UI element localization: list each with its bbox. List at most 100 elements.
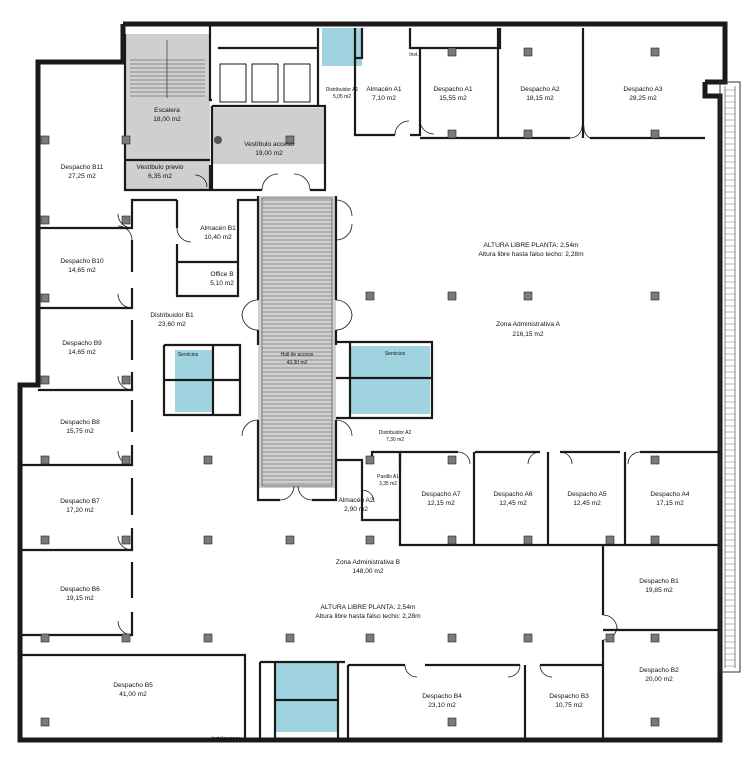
room-despacho-a6-area: 12,45 m2: [499, 500, 527, 507]
column-marker: [203, 535, 213, 545]
room-despacho-a5-area: 12,45 m2: [573, 500, 601, 507]
room-despacho-b1-name: Despacho B1: [639, 578, 679, 585]
room-distribuidor-a2-name: Distribuidor A2: [379, 430, 412, 436]
room-despacho-b8-area: 15,75 m2: [66, 428, 94, 435]
room-despacho-a3-area: 28,25 m2: [629, 95, 657, 102]
column-marker: [523, 129, 533, 139]
room-despacho-b2-name: Despacho B2: [639, 667, 679, 674]
room-zona-adm-a-name: Zona Administrativa A: [496, 321, 560, 328]
room-distribuidor-a2-area: 7,30 m2: [386, 437, 404, 443]
room-despacho-b4-area: 23,10 m2: [428, 702, 456, 709]
room-vestibulo-previo-name: Vestíbulo previo: [137, 164, 184, 171]
room-almacen-b1-area: 10,40 m2: [204, 234, 232, 241]
room-zona-adm-b-name: Zona Administrativa B: [336, 559, 401, 566]
column-marker: [121, 375, 131, 385]
room-despacho-b6-area: 19,15 m2: [66, 595, 94, 602]
room-almacen-a1-name: Almacén A1: [366, 86, 402, 93]
hall-fill: [258, 196, 336, 488]
room-despacho-a2-area: 18,15 m2: [526, 95, 554, 102]
room-office-b-area: 5,10 m2: [210, 280, 234, 287]
column-marker: [650, 455, 660, 465]
escalera-treads: [130, 40, 205, 98]
room-despacho-a7-name: Despacho A7: [421, 491, 461, 498]
room-almacen-a1-area: 7,10 m2: [372, 95, 396, 102]
note-altura-b-2: Altura libre hasta falso techo: 2,28m: [315, 613, 421, 620]
column-marker: [447, 535, 457, 545]
room-despacho-b9-area: 14,65 m2: [68, 349, 96, 356]
room-distribuidor-a1-name: Distribuidor A1: [326, 87, 359, 93]
column-marker: [650, 717, 660, 727]
column-marker: [40, 215, 50, 225]
room-despacho-b2-area: 20,00 m2: [645, 676, 673, 683]
room-despacho-a1-name: Despacho A1: [433, 86, 473, 93]
room-office-b-name: Office B: [210, 271, 234, 278]
room-despacho-b6-name: Despacho B6: [60, 586, 100, 593]
room-distribuidor-a1-area: 5,05 m2: [333, 94, 351, 100]
room-zona-adm-a-area: 216,15 m2: [512, 331, 543, 338]
column-marker: [40, 375, 50, 385]
room-zona-adm-b-area: 148,00 m2: [352, 568, 383, 575]
main-stairs: [261, 197, 333, 487]
column-marker: [121, 633, 131, 643]
room-despacho-a6-name: Despacho A6: [493, 491, 533, 498]
room-hall-acceso-name: Hall de acceso: [281, 352, 314, 358]
room-despacho-a4-name: Despacho A4: [650, 491, 690, 498]
room-despacho-b7-area: 17,20 m2: [66, 507, 94, 514]
core-vestibulo-fill: [212, 108, 324, 164]
column-marker: [365, 455, 375, 465]
column-marker: [203, 455, 213, 465]
room-despacho-b10-name: Despacho B10: [60, 258, 104, 265]
note-altura-a-2: Altura libre hasta falso techo: 2,28m: [478, 251, 584, 258]
room-despacho-a3-name: Despacho A3: [623, 86, 663, 93]
room-distribuidor-b1-name: Distribuidor B1: [150, 312, 194, 319]
column-marker: [447, 47, 457, 57]
room-despacho-b11-name: Despacho B11: [61, 164, 104, 171]
room-despacho-b9-name: Despacho B9: [62, 340, 102, 347]
room-despacho-a1-area: 15,55 m2: [439, 95, 467, 102]
column-marker: [650, 535, 660, 545]
column-marker: [523, 291, 533, 301]
column-marker: [365, 535, 375, 545]
column-marker: [285, 535, 295, 545]
column-marker: [523, 633, 533, 643]
column-marker: [121, 215, 131, 225]
column-marker: [121, 535, 131, 545]
column-marker: [121, 455, 131, 465]
column-marker: [447, 633, 457, 643]
room-vestibulo-previo-area: 6,35 m2: [148, 173, 172, 180]
interior-walls: [20, 24, 720, 740]
servicios-label-left: Servicios: [178, 352, 199, 358]
column-marker: [523, 47, 533, 57]
column-marker: [650, 129, 660, 139]
room-labels: Escalera 18,00 m2 Vestíbulo previo 6,35 …: [60, 52, 690, 742]
column-marker: [40, 293, 50, 303]
column-marker: [650, 633, 660, 643]
column-marker: [121, 135, 131, 145]
column-marker: [40, 633, 50, 643]
note-altura-a-1: ALTURA LIBRE PLANTA: 2,54m: [483, 242, 579, 249]
column-marker: [447, 129, 457, 139]
room-escalera-name: Escalera: [154, 107, 180, 114]
room-despacho-a4-area: 17,15 m2: [656, 500, 684, 507]
instalaciones-label-bottom: Instalaciones: [211, 736, 241, 742]
room-despacho-b11-area: 27,25 m2: [68, 173, 96, 180]
column-marker: [365, 291, 375, 301]
room-despacho-b10-area: 14,65 m2: [68, 267, 96, 274]
column-marker: [40, 135, 50, 145]
column-marker: [203, 633, 213, 643]
inst-label: Inst.: [409, 52, 418, 58]
room-despacho-a2-name: Despacho A2: [520, 86, 560, 93]
room-escalera-area: 18,00 m2: [153, 116, 181, 123]
room-pasillo-a1-name: Pasillo A1: [377, 474, 399, 480]
column-marker: [447, 455, 457, 465]
railing-ticks: [725, 89, 735, 667]
room-despacho-b1-area: 19,85 m2: [645, 587, 673, 594]
room-pasillo-a1-area: 3,35 m2: [379, 481, 397, 487]
column-marker: [447, 291, 457, 301]
room-vestibulo-acceso-name: Vestíbulo acceso: [244, 141, 294, 148]
column-marker: [285, 135, 295, 145]
room-almacen-a2-area: 2,90 m2: [344, 506, 368, 513]
room-despacho-a5-name: Despacho A5: [567, 491, 607, 498]
structural-columns: [40, 47, 660, 727]
